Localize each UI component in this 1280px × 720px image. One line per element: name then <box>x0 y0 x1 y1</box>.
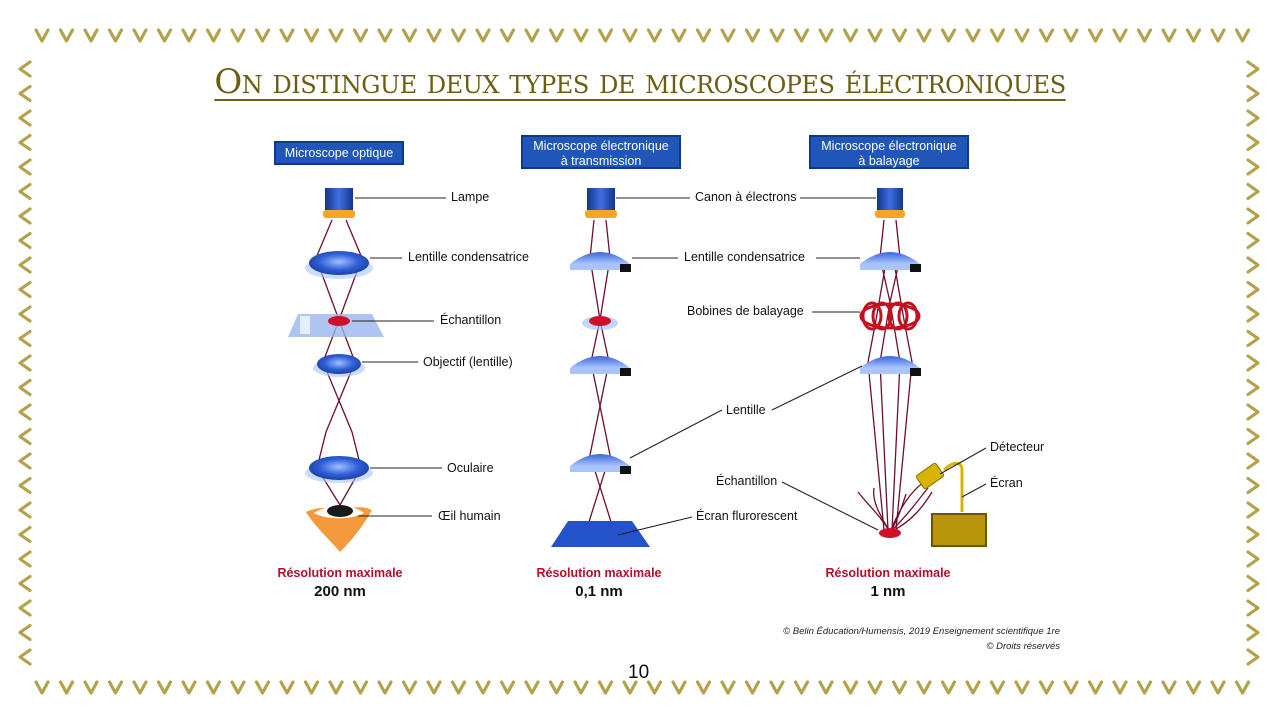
transmission-column <box>551 188 723 547</box>
lentille-objectif-balayage-icon <box>860 356 920 368</box>
label-lampe: Lampe <box>451 190 490 204</box>
page-title: On distingue deux types de microscopes é… <box>214 62 1066 102</box>
header-balayage-line1: Microscope électronique <box>821 139 957 153</box>
label-lentille-condensatrice-balayage: Lentille condensatrice <box>684 250 805 264</box>
label-objectif: Objectif (lentille) <box>423 355 513 369</box>
label-ecran-fluorescent: Écran flurorescent <box>696 509 798 523</box>
resolution-balayage: Résolution maximale 1 nm <box>798 566 978 600</box>
echantillon-transmission-icon <box>589 316 611 326</box>
electrons-secondaires <box>857 481 933 533</box>
label-echantillon-balayage: Échantillon <box>716 474 778 488</box>
header-balayage-line2: à balayage <box>858 154 920 168</box>
bobines-balayage-icon <box>859 301 921 331</box>
echantillon-optique-icon <box>328 316 350 326</box>
oculaire-icon <box>309 456 369 480</box>
lentille-condensatrice-transmission-icon <box>570 252 630 264</box>
header-microscope-optique: Microscope optique <box>274 141 404 165</box>
label-echantillon-optique: Échantillon <box>440 313 502 327</box>
optique-leaders <box>352 197 446 517</box>
resolution-balayage-value: 1 nm <box>870 583 906 600</box>
header-microscope-balayage: Microscope électronique à balayage <box>809 135 969 169</box>
echantillon-balayage-icon <box>879 528 901 538</box>
resolution-optique: Résolution maximale 200 nm <box>250 566 430 600</box>
label-lentille-condensatrice-optique: Lentille condensatrice <box>408 250 529 264</box>
ecran-fluorescent-icon <box>551 521 650 547</box>
label-oeil-humain: Œil humain <box>438 509 501 523</box>
lentille-projecteur-transmission-icon <box>570 454 630 466</box>
lentille-condensatrice-balayage-icon <box>860 252 920 264</box>
transmission-leaders <box>616 197 723 536</box>
detecteur-icon <box>915 461 964 512</box>
label-canon-electrons: Canon à électrons <box>695 190 797 204</box>
objectif-icon <box>317 354 361 374</box>
resolution-transmission: Résolution maximale 0,1 nm <box>509 566 689 600</box>
credit-line2: © Droits réservés <box>986 641 1060 652</box>
lentille-condensatrice-icon <box>309 251 369 275</box>
balayage-rays <box>867 219 913 531</box>
label-ecran: Écran <box>990 476 1023 490</box>
label-bobines-balayage: Bobines de balayage <box>687 304 804 318</box>
resolution-optique-value: 200 nm <box>314 583 366 600</box>
canon-electrons-balayage-icon <box>877 188 903 212</box>
header-optique-text: Microscope optique <box>284 146 394 160</box>
oeil-icon <box>306 507 372 552</box>
page-number: 10 <box>628 662 650 683</box>
balayage-column <box>771 188 987 547</box>
credit-line1: © Belin Éducation/Humensis, 2019 Enseign… <box>783 626 1060 637</box>
label-lentille: Lentille <box>726 403 766 417</box>
resolution-transmission-value: 0,1 nm <box>575 583 623 600</box>
optique-column <box>288 188 446 552</box>
resolution-balayage-label: Résolution maximale <box>825 566 951 580</box>
header-transmission-line2: à transmission <box>560 154 642 168</box>
resolution-transmission-label: Résolution maximale <box>536 566 662 580</box>
header-transmission-line1: Microscope électronique <box>533 139 669 153</box>
lampe-icon <box>325 188 353 212</box>
canon-electrons-icon <box>587 188 615 212</box>
resolution-optique-label: Résolution maximale <box>277 566 403 580</box>
header-microscope-transmission: Microscope électronique à transmission <box>521 135 681 169</box>
label-detecteur: Détecteur <box>990 440 1045 454</box>
label-oculaire: Oculaire <box>447 461 494 475</box>
balayage-leaders <box>771 197 987 531</box>
lentille-objectif-transmission-icon <box>570 356 630 368</box>
ecran-balayage-icon <box>931 513 987 547</box>
